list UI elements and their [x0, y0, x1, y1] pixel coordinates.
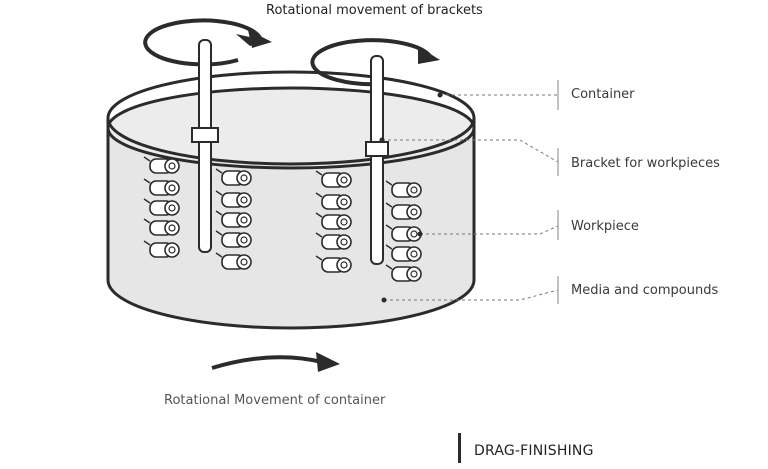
workpiece-cylinder	[315, 170, 352, 188]
workpiece-cylinder	[143, 240, 180, 258]
workpiece-cylinder	[143, 218, 180, 236]
footer-bar	[458, 433, 461, 463]
workpiece-cylinder	[215, 230, 252, 248]
workpiece-cylinder	[385, 202, 422, 220]
workpiece-cylinder	[143, 178, 180, 196]
workpiece-cylinder	[315, 232, 352, 250]
workpiece-cylinder	[385, 264, 422, 282]
callout-workpiece: Workpiece	[571, 219, 639, 234]
workpiece-cylinder	[215, 252, 252, 270]
bracket-left	[191, 39, 219, 253]
workpiece-cylinder	[315, 255, 352, 273]
arrow-head-left-bracket	[248, 30, 272, 48]
callout-bracket: Bracket for workpieces	[571, 156, 720, 171]
footer-title: DRAG-FINISHING	[474, 443, 594, 459]
workpiece-cylinder	[385, 224, 422, 242]
leader-lines	[382, 94, 559, 301]
bracket-rotation-arrow-right	[310, 38, 432, 87]
workpiece-cylinder	[215, 210, 252, 228]
bracket-right	[365, 55, 389, 265]
workpiece-cylinder	[143, 198, 180, 216]
media-surface	[106, 86, 476, 170]
arrow-head-right-bracket	[418, 46, 440, 64]
callout-container: Container	[571, 87, 635, 102]
workpiece-cylinder	[315, 212, 352, 230]
container-rotation-arrow	[211, 352, 340, 372]
bottom-label: Rotational Movement of container	[164, 393, 386, 408]
workpiece-cylinder	[385, 180, 422, 198]
workpiece-cylinder	[143, 156, 180, 174]
workpiece-cylinder	[315, 192, 352, 210]
workpiece-cylinder	[215, 168, 252, 186]
workpiece-cylinder	[215, 190, 252, 208]
callout-media: Media and compounds	[571, 283, 718, 298]
container-wall	[106, 118, 476, 330]
workpiece-cylinder	[385, 244, 422, 262]
workpieces-group	[143, 156, 422, 282]
top-label: Rotational movement of brackets	[266, 3, 483, 18]
